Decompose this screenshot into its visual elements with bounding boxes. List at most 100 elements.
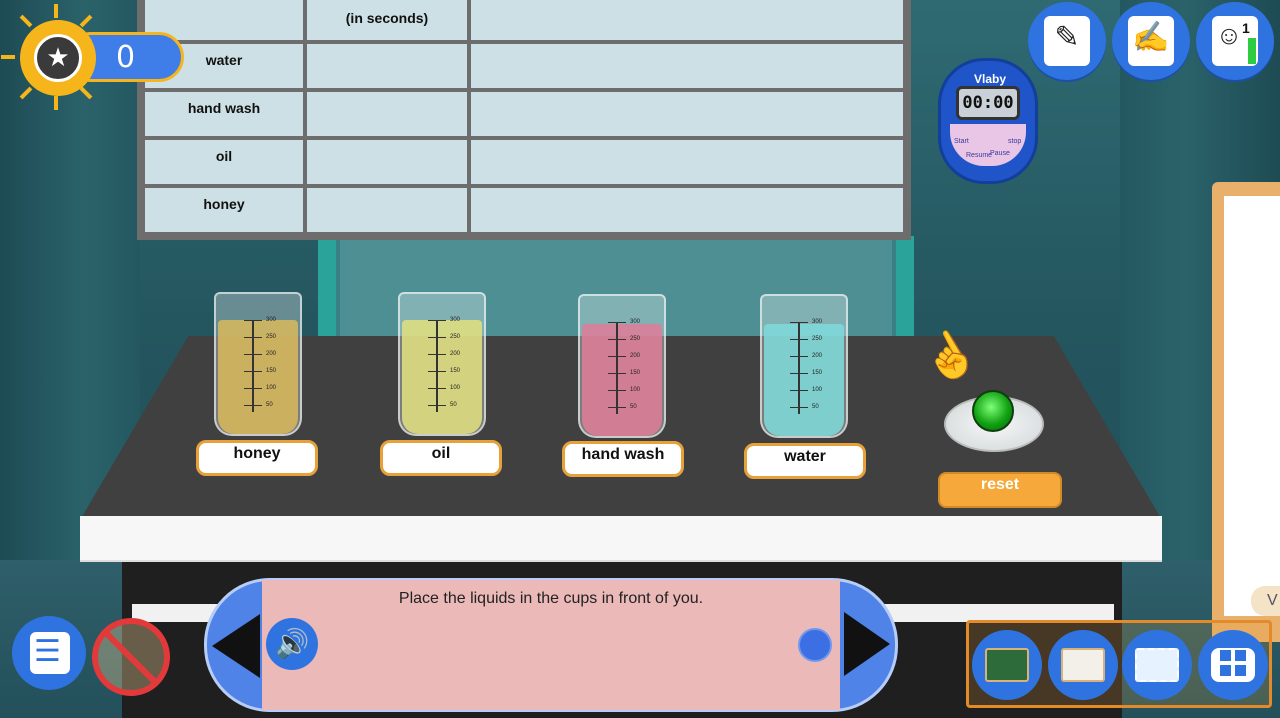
instruction-panel bbox=[262, 580, 840, 710]
sun-ray bbox=[79, 86, 93, 100]
beaker-label-hand-wash: hand wash bbox=[562, 441, 684, 477]
table-row-liquid: honey bbox=[145, 188, 303, 232]
beaker-tick bbox=[790, 373, 808, 374]
beaker-tick-label: 50 bbox=[266, 402, 273, 408]
worksheet-icon bbox=[1128, 16, 1174, 66]
beaker-tick bbox=[608, 373, 626, 374]
beaker-tick bbox=[244, 354, 262, 355]
worksheet-button[interactable]: ✍ bbox=[1112, 2, 1190, 80]
beaker-tick bbox=[428, 354, 446, 355]
sun-ray bbox=[79, 14, 93, 28]
progress-dot[interactable] bbox=[798, 628, 832, 662]
table-row-note[interactable] bbox=[471, 140, 903, 184]
beaker-liquid bbox=[218, 320, 298, 434]
beaker-tick bbox=[428, 337, 446, 338]
previous-arrow-icon[interactable] bbox=[212, 614, 260, 678]
table-row-note[interactable] bbox=[471, 44, 903, 88]
stopwatch-stop-button[interactable]: stop bbox=[1008, 138, 1022, 145]
progress-bar-icon bbox=[1248, 38, 1256, 64]
chalkboard-button[interactable] bbox=[972, 630, 1042, 700]
image-button[interactable] bbox=[1122, 630, 1192, 700]
stopwatch-resume-button[interactable]: Resume bbox=[966, 152, 993, 159]
beaker-tick-label: 50 bbox=[450, 402, 457, 408]
whiteboard-icon bbox=[1061, 648, 1105, 682]
profile-badge: 1 bbox=[1242, 20, 1250, 36]
whiteboard-button[interactable] bbox=[1048, 630, 1118, 700]
table-row-time[interactable] bbox=[307, 44, 467, 88]
beaker-scale bbox=[436, 320, 438, 412]
beaker-liquid bbox=[582, 324, 662, 436]
table-row-liquid: hand wash bbox=[145, 92, 303, 136]
beaker-tick-label: 100 bbox=[630, 387, 641, 393]
green-start-button[interactable] bbox=[972, 390, 1014, 432]
beaker-tick bbox=[608, 356, 626, 357]
next-arrow-icon[interactable] bbox=[844, 612, 890, 676]
beaker-tick bbox=[244, 320, 262, 321]
beaker-tick-label: 200 bbox=[450, 351, 461, 357]
table-row-time[interactable] bbox=[307, 188, 467, 232]
scientist-glyph: ☺ bbox=[1215, 20, 1243, 50]
beaker-tick bbox=[428, 388, 446, 389]
beaker-tick-label: 250 bbox=[630, 336, 641, 342]
apps-glyph bbox=[1220, 650, 1246, 676]
beaker-scale bbox=[616, 322, 618, 414]
beaker-tick-label: 100 bbox=[812, 387, 823, 393]
beaker-tick bbox=[790, 322, 808, 323]
beaker-tick bbox=[428, 371, 446, 372]
stopwatch-brand: Vlaby bbox=[974, 72, 1007, 86]
beaker-tick bbox=[790, 407, 808, 408]
pencil-button[interactable]: ✎ bbox=[1028, 2, 1106, 80]
table-row-time[interactable] bbox=[307, 140, 467, 184]
beaker-tick bbox=[608, 407, 626, 408]
star-icon: ★ bbox=[34, 34, 82, 82]
chalkboard-icon bbox=[985, 648, 1029, 682]
lab-table-edge bbox=[80, 516, 1162, 562]
score-value: 0 bbox=[116, 40, 136, 75]
beaker-tick-label: 200 bbox=[630, 353, 641, 359]
beaker-scale bbox=[252, 320, 254, 412]
beaker-tick bbox=[244, 405, 262, 406]
beaker-tick-label: 150 bbox=[630, 370, 641, 376]
stopwatch-start-button[interactable]: Start bbox=[954, 138, 969, 145]
menu-list-button[interactable]: ☰ bbox=[12, 616, 86, 690]
beaker-tick-label: 300 bbox=[812, 319, 823, 325]
beaker-scale bbox=[798, 322, 800, 414]
beaker-tick-label: 50 bbox=[630, 404, 637, 410]
worksheet-glyph: ✍ bbox=[1132, 21, 1170, 54]
table-row: oil bbox=[145, 140, 903, 184]
beaker-tick bbox=[790, 356, 808, 357]
table-cell bbox=[145, 0, 303, 40]
profile-button[interactable]: ☺ 1 bbox=[1196, 2, 1274, 80]
beaker-label-water: water bbox=[744, 443, 866, 479]
steps-disabled-icon[interactable] bbox=[92, 618, 170, 696]
whiteboard-surface bbox=[1224, 196, 1280, 616]
whiteboard-tag: V bbox=[1251, 586, 1280, 616]
beaker-label-oil: oil bbox=[380, 440, 502, 476]
beaker-tick bbox=[790, 390, 808, 391]
stopwatch-pause-button[interactable]: Pause bbox=[990, 150, 1010, 157]
beaker-tick bbox=[608, 322, 626, 323]
table-row-note[interactable] bbox=[471, 188, 903, 232]
reset-button[interactable]: reset bbox=[938, 472, 1062, 508]
sun-ray bbox=[19, 14, 33, 28]
beaker-tick-label: 300 bbox=[266, 317, 277, 323]
score-widget: 0 ★ bbox=[1, 4, 184, 110]
beaker-tick-label: 200 bbox=[266, 351, 277, 357]
list-icon bbox=[30, 632, 70, 674]
speaker-icon[interactable]: 🔊 bbox=[266, 618, 318, 670]
table-row-time[interactable] bbox=[307, 92, 467, 136]
stopwatch-display: 00:00 bbox=[956, 86, 1020, 120]
beaker-tick-label: 150 bbox=[266, 368, 277, 374]
image-icon bbox=[1135, 648, 1179, 682]
beaker-tick bbox=[790, 339, 808, 340]
beaker-tick-label: 100 bbox=[450, 385, 461, 391]
beaker-tick bbox=[428, 405, 446, 406]
table-row-note[interactable] bbox=[471, 92, 903, 136]
pencil-glyph: ✎ bbox=[1054, 21, 1080, 54]
apps-button[interactable] bbox=[1198, 630, 1268, 700]
